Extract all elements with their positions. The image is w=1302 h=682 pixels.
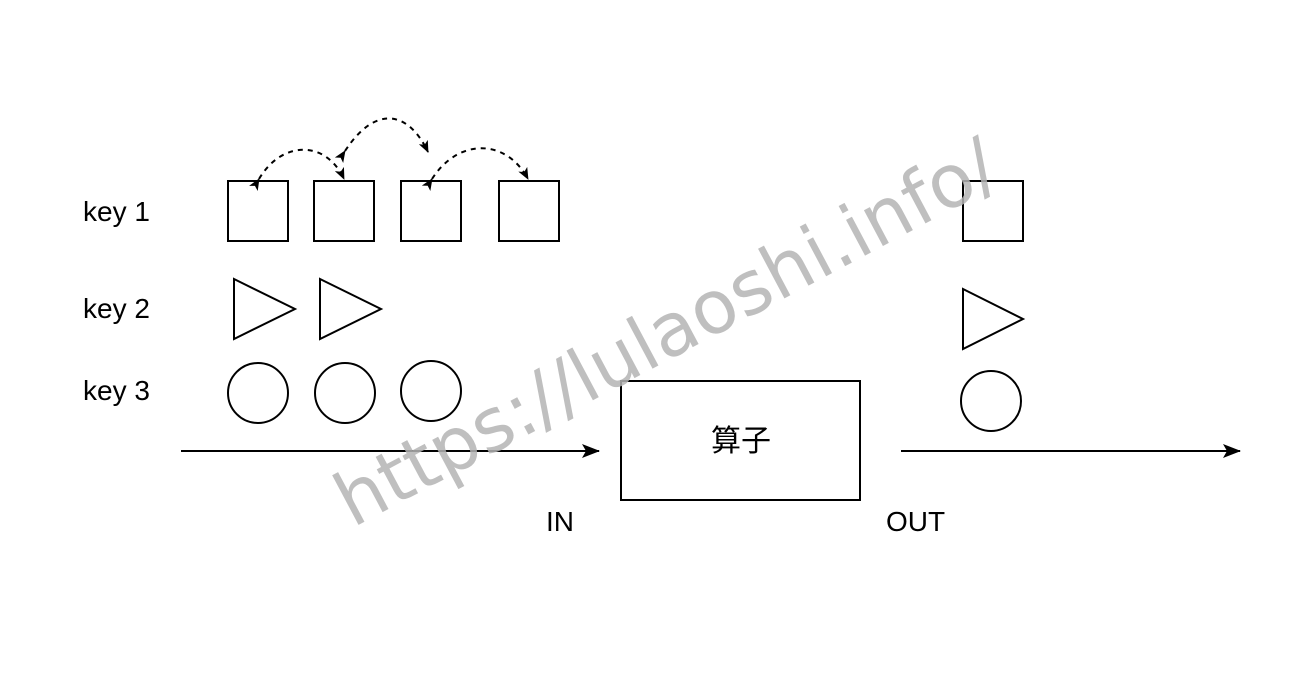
key-1-input-square-3	[400, 180, 462, 242]
key-2-output-triangle	[962, 287, 1026, 351]
key-3-input-circle-1	[227, 362, 289, 424]
key-1-input-square-1	[227, 180, 289, 242]
row-label-key-2: key 2	[83, 293, 150, 324]
row-label-key-1: key 1	[83, 196, 150, 227]
key-1-output-square	[962, 180, 1024, 242]
dashed-link-square-1-2	[249, 148, 345, 192]
key-1-input-square-4	[498, 180, 560, 242]
key-3-input-circle-2	[314, 362, 376, 424]
key-3-output-circle	[960, 370, 1022, 432]
key-2-input-triangle-2	[319, 277, 384, 341]
dashed-link-square-3-4	[421, 147, 529, 191]
key-3-input-circle-3	[400, 360, 462, 422]
operator-box	[620, 380, 861, 501]
key-2-input-triangle-1	[233, 277, 298, 341]
out-label: OUT	[886, 506, 945, 537]
row-label-key-3: key 3	[83, 375, 150, 406]
dashed-link-square-2-3	[334, 117, 429, 163]
key-1-input-square-2	[313, 180, 375, 242]
in-label: IN	[546, 506, 574, 537]
operator-label: 算子	[711, 424, 771, 459]
